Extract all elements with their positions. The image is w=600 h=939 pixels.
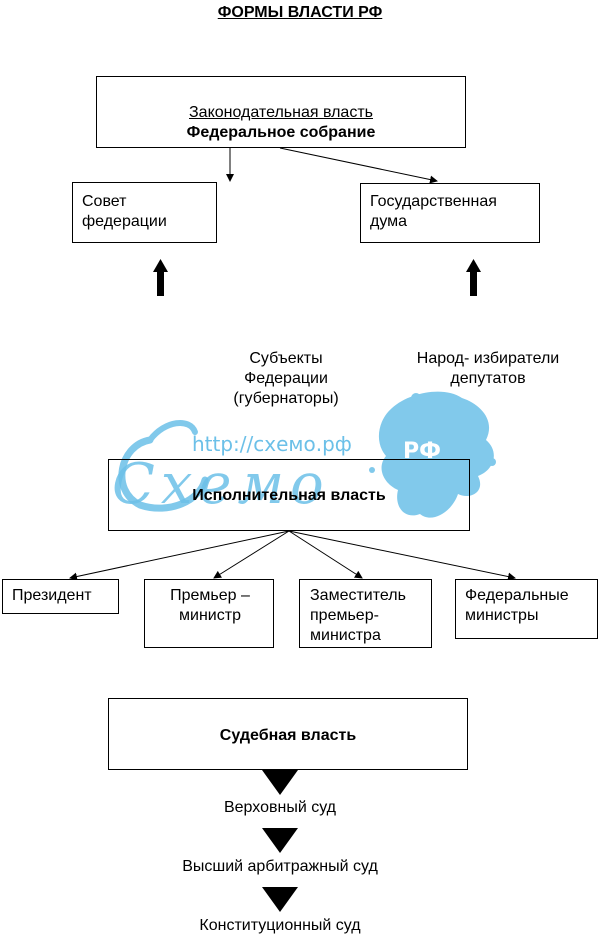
executive-box: Исполнительная власть bbox=[108, 459, 470, 531]
arrow-to-duma bbox=[279, 147, 438, 184]
down-triangle-icon-2 bbox=[262, 828, 298, 853]
executive-label: Исполнительная власть bbox=[192, 487, 386, 504]
legislative-body: Федеральное собрание bbox=[186, 124, 376, 141]
arrow-to-president bbox=[69, 530, 290, 581]
arrow-to-deputy bbox=[288, 530, 363, 579]
council-label: Совет федерации bbox=[82, 193, 167, 230]
premier-label: Премьер – министр bbox=[170, 587, 250, 624]
legislative-box: Законодательная власть Федеральное собра… bbox=[96, 76, 466, 148]
court-arbitration: Высший арбитражный суд bbox=[182, 858, 378, 875]
watermark-url: http://схемо.рф bbox=[192, 432, 352, 456]
ministers-box: Федеральные министры bbox=[455, 579, 598, 639]
legislative-label: Законодательная власть bbox=[189, 104, 373, 121]
judicial-label: Судебная власть bbox=[219, 727, 357, 744]
premier-box: Премьер – министр bbox=[144, 579, 274, 648]
down-triangle-icon-1 bbox=[262, 770, 298, 795]
down-triangle-icon-3 bbox=[262, 887, 298, 912]
ministers-label: Федеральные министры bbox=[465, 587, 569, 624]
court-supreme: Верховный суд bbox=[223, 799, 337, 816]
judicial-box: Судебная власть bbox=[108, 698, 468, 770]
deputy-label: Заместитель премьер-министра bbox=[310, 587, 406, 644]
subjects-label: Субъекты Федерации (губернаторы) bbox=[233, 350, 339, 407]
up-arrow-icon-left bbox=[153, 259, 168, 296]
deputy-box: Заместитель премьер-министра bbox=[299, 579, 432, 648]
president-box: Президент bbox=[2, 579, 119, 614]
page-title: ФОРМЫ ВЛАСТИ РФ bbox=[217, 4, 383, 21]
court-constitutional: Конституционный суд bbox=[199, 917, 361, 934]
president-label: Президент bbox=[12, 587, 92, 604]
watermark-word: Схемо bbox=[112, 452, 330, 517]
council-box: Совет федерации bbox=[72, 182, 217, 243]
duma-box: Государственная дума bbox=[360, 183, 540, 243]
people-label: Народ- избиратели депутатов bbox=[416, 350, 560, 387]
arrow-to-premier bbox=[213, 530, 290, 579]
arrow-to-ministers bbox=[288, 530, 516, 581]
up-arrow-icon-right bbox=[466, 259, 481, 296]
duma-label: Государственная дума bbox=[370, 193, 497, 230]
